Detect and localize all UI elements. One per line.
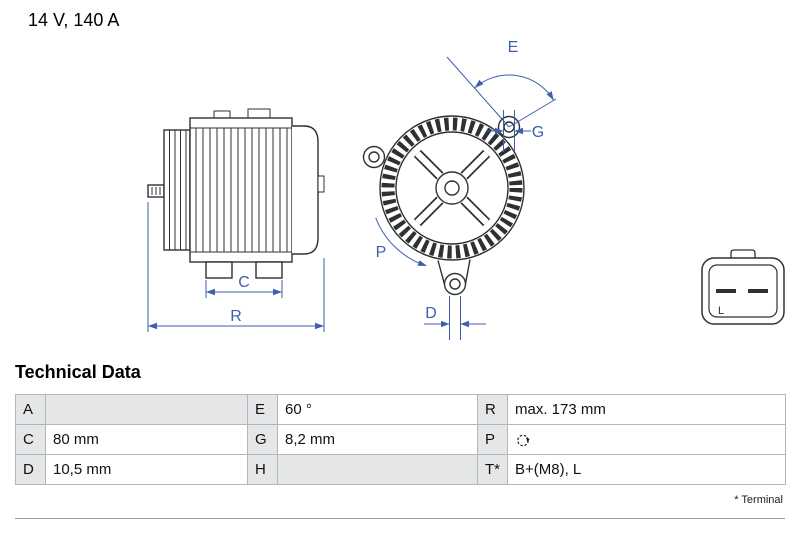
spec-value-e: 60 °: [277, 394, 478, 425]
spec-value-p: [507, 424, 786, 455]
front-view: [362, 115, 525, 296]
dim-label-c: C: [238, 274, 250, 291]
rotation-cw-icon: [515, 432, 531, 448]
dim-label-p: P: [376, 244, 387, 261]
technical-data-section: Technical Data A E 60 ° R max. 173 mm C: [15, 362, 786, 519]
technical-data-table: A E 60 ° R max. 173 mm C 80 mm G 8,2 mm …: [15, 394, 786, 485]
spec-label-d: D: [15, 454, 46, 485]
dim-label-d: D: [425, 305, 437, 322]
table-row: A E 60 ° R max. 173 mm: [15, 394, 786, 425]
front-view-dimensions: E G P D: [375, 39, 557, 340]
spec-label-a: A: [15, 394, 46, 425]
spec-label-r: R: [477, 394, 508, 425]
spec-value-g: 8,2 mm: [277, 424, 478, 455]
table-row: D 10,5 mm H T* B+(M8), L: [15, 454, 786, 485]
table-row: C 80 mm G 8,2 mm P: [15, 424, 786, 455]
spec-value-t: B+(M8), L: [507, 454, 786, 485]
section-heading: Technical Data: [15, 362, 141, 382]
side-view: [147, 108, 325, 279]
spec-label-t: T*: [477, 454, 508, 485]
technical-drawing: C R: [147, 39, 785, 340]
spec-label-h: H: [247, 454, 278, 485]
spec-value-c: 80 mm: [45, 424, 248, 455]
spec-label-g: G: [247, 424, 278, 455]
dim-label-g: G: [532, 124, 544, 141]
spec-value-a: [45, 394, 248, 425]
side-view-dimensions: C R: [147, 202, 325, 332]
spec-value-d: 10,5 mm: [45, 454, 248, 485]
spec-value-r: max. 173 mm: [507, 394, 786, 425]
connector-view: L: [701, 249, 785, 325]
dim-label-e: E: [508, 39, 519, 56]
spec-label-e: E: [247, 394, 278, 425]
spec-value-h: [277, 454, 478, 485]
dim-label-r: R: [230, 308, 242, 325]
terminal-footnote: * Terminal: [15, 485, 785, 519]
product-rating: 14 V, 140 A: [28, 10, 120, 30]
spec-label-p: P: [477, 424, 508, 455]
spec-label-c: C: [15, 424, 46, 455]
terminal-label-l: L: [718, 305, 724, 317]
